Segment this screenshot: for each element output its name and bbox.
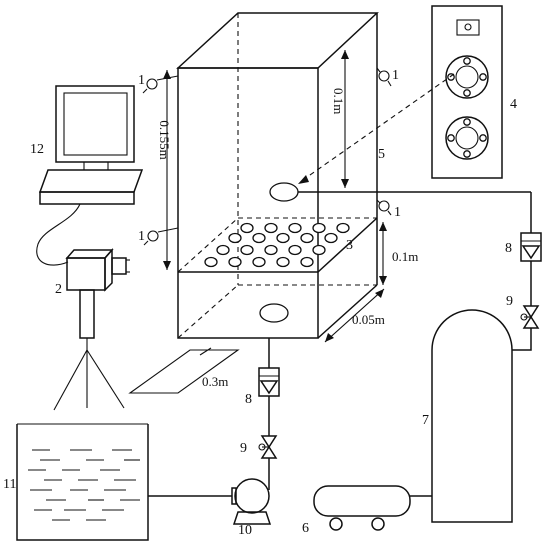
plate-hole: [264, 222, 278, 234]
tank: [176, 12, 379, 339]
label-depth: 0.05m: [352, 312, 385, 327]
dimension-upper-height: [341, 50, 349, 188]
dimension-total-height: [163, 70, 171, 270]
controller-signal-line: [299, 73, 455, 183]
plate-hole: [312, 222, 326, 234]
label-perforated-plate: 3: [346, 238, 353, 253]
knob-dot: [447, 134, 455, 142]
label-valve: 9: [506, 294, 513, 309]
plate-hole: [336, 222, 350, 234]
perforated-plate: [204, 222, 350, 268]
label-sensor: 1: [138, 73, 145, 88]
label-upper-height: 0.1m: [331, 88, 346, 114]
computer: [38, 85, 144, 205]
label-reservoir: 11: [3, 477, 16, 492]
gas-inlet-opening-lower: [259, 303, 289, 323]
plate-hole: [216, 244, 230, 256]
plate-hole: [276, 232, 290, 244]
label-width: 0.3m: [202, 374, 228, 389]
sensor-icon: [376, 67, 392, 87]
label-chamber-height: 0.1m: [392, 249, 418, 264]
plate-hole: [228, 232, 242, 244]
label-pump: 10: [238, 523, 252, 538]
compressor: [313, 485, 411, 531]
label-sensor: 1: [138, 229, 145, 244]
gas-inlet-opening-upper: [269, 182, 299, 202]
label-compressor: 6: [302, 521, 309, 536]
label-valve: 9: [240, 441, 247, 456]
plate-hole: [312, 244, 326, 256]
plate-hole: [240, 222, 254, 234]
pump: [231, 478, 272, 525]
label-computer: 12: [30, 142, 44, 157]
plate-hole: [228, 256, 242, 268]
knob-dot: [463, 89, 471, 97]
label-total-height: 0.155m: [157, 120, 172, 159]
plate-hole: [204, 256, 218, 268]
valve-icon: [258, 435, 278, 459]
label-flowmeter: 8: [505, 241, 512, 256]
flowmeter: [520, 232, 542, 262]
knob-dot: [479, 134, 487, 142]
gas-cylinder: [431, 309, 513, 523]
sensor-icon: [142, 75, 179, 94]
plate-hole: [240, 244, 254, 256]
computer-camera-cable: [36, 203, 81, 266]
plate-hole: [300, 256, 314, 268]
label-gas-cylinder: 7: [422, 413, 429, 428]
label-camera: 2: [55, 282, 62, 297]
knob-dot: [463, 150, 471, 158]
knob-dot: [463, 118, 471, 126]
dimension-depth: [324, 288, 385, 343]
reservoir: [16, 423, 149, 541]
plate-hole: [288, 244, 302, 256]
plate-hole: [300, 232, 314, 244]
plate-hole: [288, 222, 302, 234]
dimension-chamber-height: [379, 222, 387, 285]
label-flowmeter: 8: [245, 392, 252, 407]
dimension-width: [128, 347, 240, 394]
plate-hole: [252, 256, 266, 268]
plate-hole: [252, 232, 266, 244]
label-sensor: 1: [392, 68, 399, 83]
label-sensor: 1: [394, 205, 401, 220]
knob-dot: [479, 73, 487, 81]
sensor-icon: [376, 199, 392, 216]
plate-hole: [324, 232, 338, 244]
label-tank: 5: [378, 147, 385, 162]
plate-hole: [264, 244, 278, 256]
sensor-icon: [143, 227, 179, 246]
flowmeter: [258, 367, 280, 397]
label-controller: 4: [510, 97, 517, 112]
plate-hole: [276, 256, 290, 268]
controller: [431, 5, 503, 179]
valve-icon: [520, 305, 540, 329]
knob-dot: [463, 57, 471, 65]
camera: [53, 248, 130, 411]
